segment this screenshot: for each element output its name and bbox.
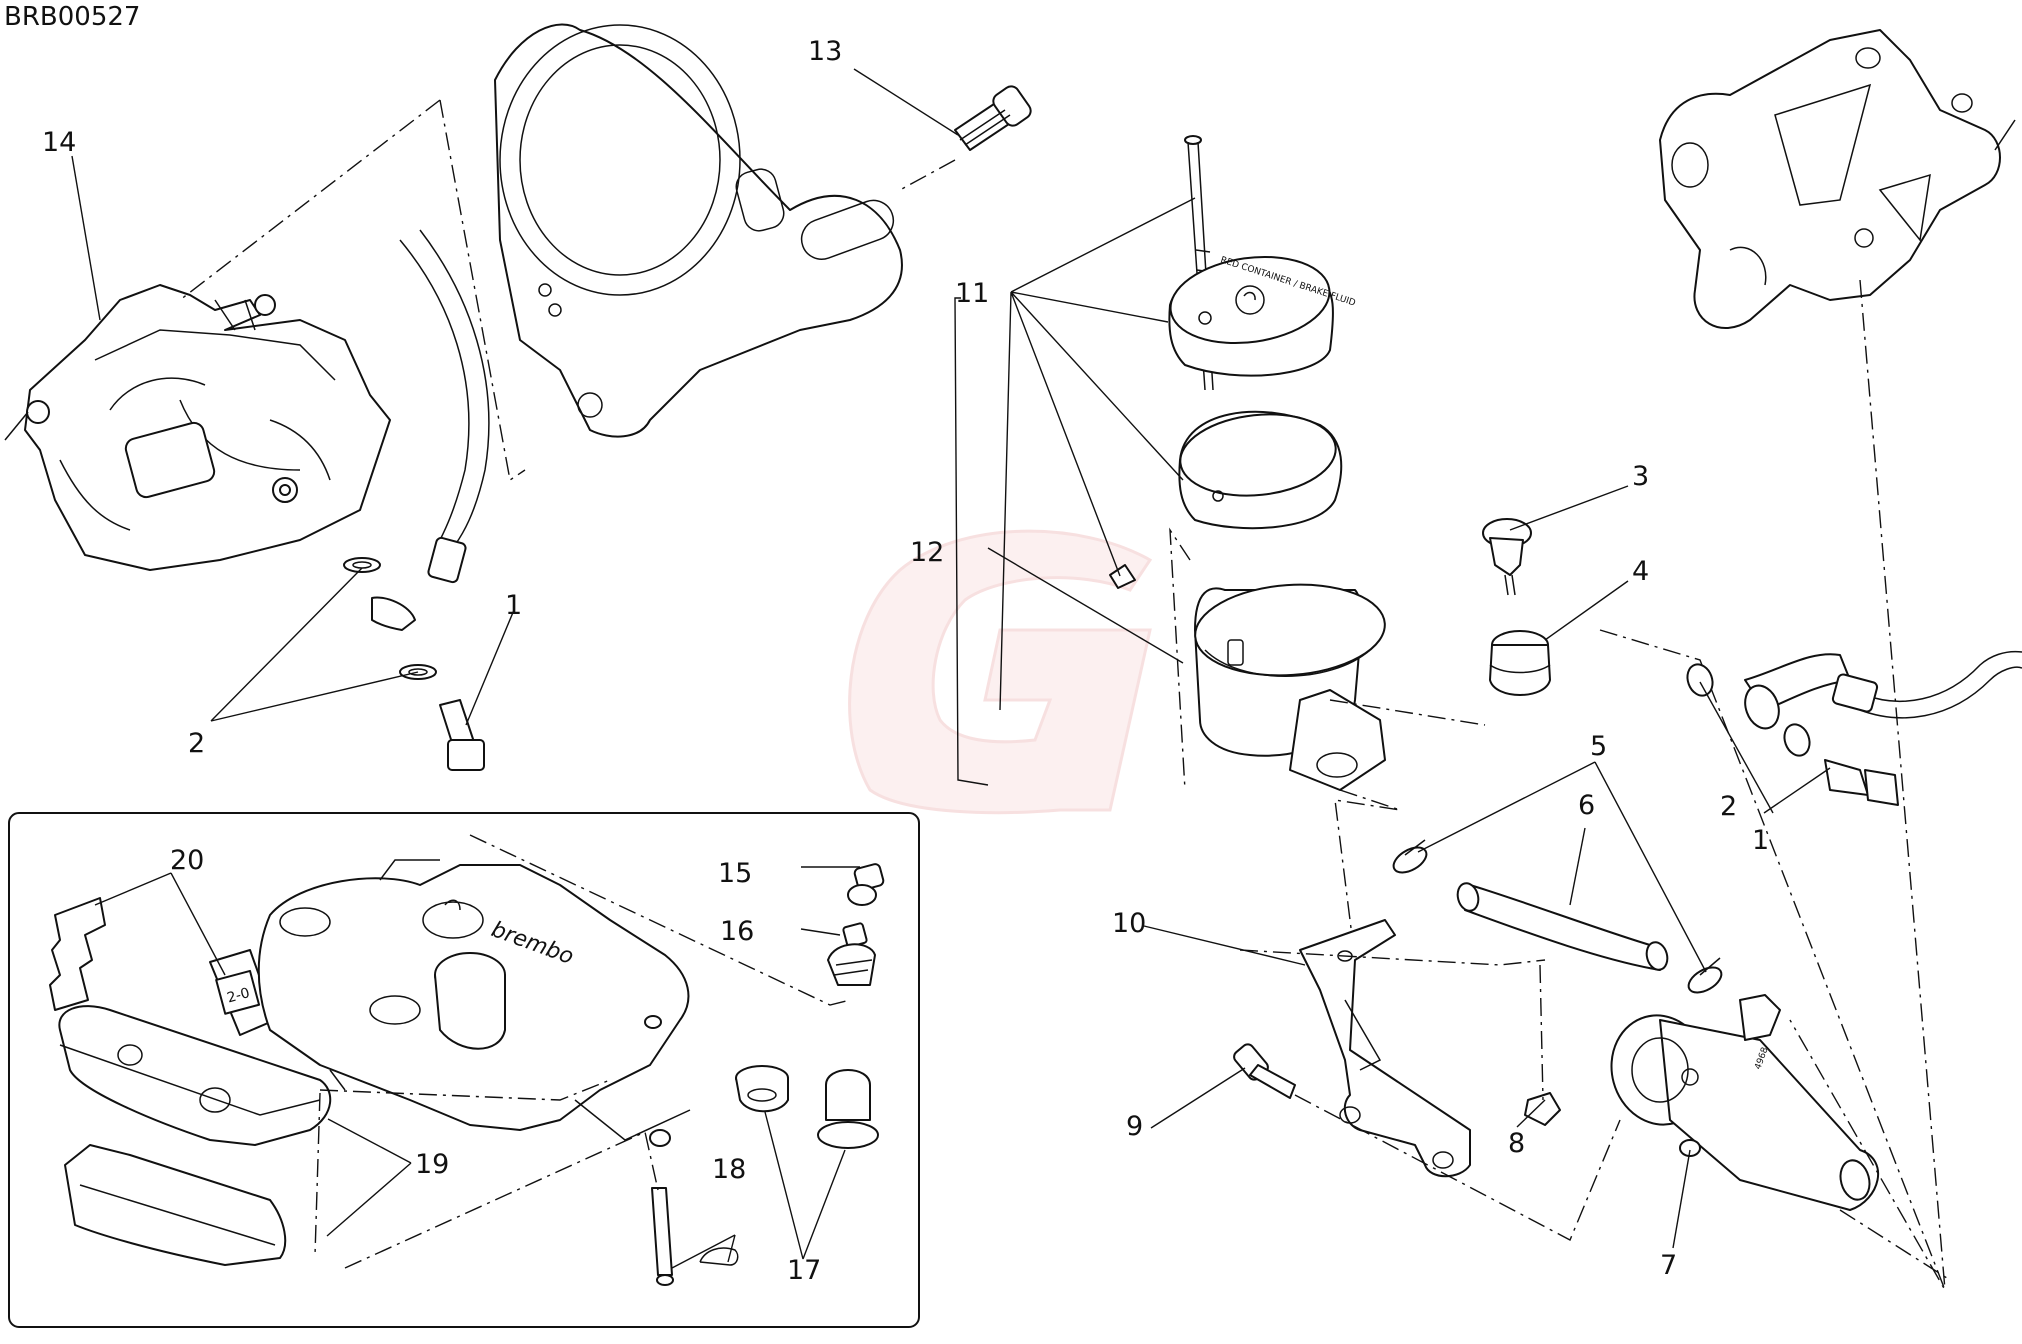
reservoir-grommet [1489,630,1551,696]
master-cylinder-bracket [1299,919,1471,1178]
callout-16: 16 [720,916,754,947]
reservoir-cap: RED CONTAINER / BRAKE FLUID [1168,255,1357,377]
reservoir-hose [1456,882,1669,971]
piston-seal-boot [735,1065,789,1113]
brake-hose [399,229,490,584]
reservoir-clip [1109,564,1136,589]
bracket-nut [1524,1092,1561,1126]
callout-11: 11 [955,278,989,309]
rear-master-cylinder: 4968 [1610,994,1879,1211]
diagram-code: BRB00527 [4,2,140,32]
callout-9: 9 [1126,1111,1143,1142]
reservoir-body [1194,583,1386,791]
callout-12: 12 [910,537,944,568]
callout-1: 1 [505,590,522,621]
callout-20: 20 [170,845,204,876]
hose-banjo-set [343,557,485,771]
pad-spring-clip [49,897,106,1011]
callout-1-right: 1 [1752,825,1769,856]
callout-5: 5 [1590,731,1607,762]
callout-7: 7 [1660,1250,1677,1281]
callout-19: 19 [415,1149,449,1180]
rear-hanger-bracket [1659,29,2016,330]
pad-retaining-plate: 2-0 [209,949,276,1036]
callout-10: 10 [1112,908,1146,939]
leader-lines [71,68,1831,1269]
hose-clamp-lower [1687,957,1723,994]
brake-pad-upper [58,1005,332,1146]
bleed-valve [827,922,876,986]
callout-4: 4 [1632,556,1649,587]
callout-3: 3 [1632,461,1649,492]
pin-clip [699,1247,739,1266]
callout-8: 8 [1508,1128,1525,1159]
pad-pin [651,1187,674,1286]
caliper-assembly-detail: brembo [257,859,691,1147]
bleed-cap [847,863,885,906]
callout-2-right: 2 [1720,791,1737,822]
caliper-piston [817,1069,879,1149]
watermark-logo [848,529,1153,815]
callout-18: 18 [712,1154,746,1185]
right-brake-hose [1744,650,2022,730]
bracket-bolt [954,85,1032,151]
pad-marking: 2-0 [225,985,251,1006]
callout-14: 14 [42,127,76,158]
rear-brake-caliper [4,284,391,571]
hose-clamp-upper [1392,839,1428,874]
callout-2: 2 [188,728,205,759]
callout-15: 15 [718,858,752,889]
callout-13: 13 [808,36,842,67]
right-banjo-set [1686,663,1899,806]
caliper-detail-inset [8,812,920,1328]
reservoir-mount-bolt [1482,518,1532,596]
callout-17: 17 [787,1255,821,1286]
callout-6: 6 [1578,790,1595,821]
brake-pad-lower [64,1144,287,1266]
caliper-bracket-plate [494,23,903,438]
reservoir-diaphragm [1178,410,1343,530]
